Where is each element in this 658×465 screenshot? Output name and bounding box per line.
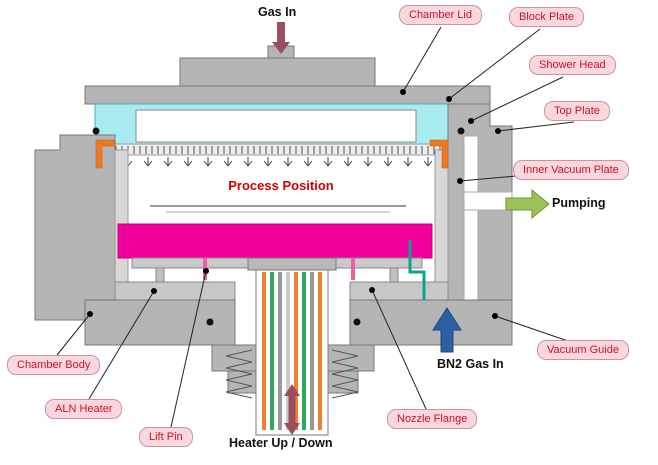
anchor-dot <box>457 178 463 184</box>
label-aln-heater: ALN Heater <box>45 399 123 420</box>
clamp-right <box>429 139 449 169</box>
right-liner <box>434 149 449 283</box>
label-chamber-lid: Chamber Lid <box>399 5 482 26</box>
pumping-arrow-icon <box>505 188 550 220</box>
bolt-dot <box>457 127 465 135</box>
heater-leg-right <box>389 267 399 283</box>
label-block-plate: Block Plate <box>509 7 585 28</box>
label-bn2-gas-in: BN2 Gas In <box>437 357 504 371</box>
anchor-dot <box>495 128 501 134</box>
label-shower-head: Shower Head <box>529 55 616 76</box>
chamber-lid-center <box>179 57 376 87</box>
anchor-dot <box>203 268 209 274</box>
anchor-dot <box>446 96 452 102</box>
label-vacuum-guide: Vacuum Guide <box>537 340 629 361</box>
anchor-dot <box>369 287 375 293</box>
shower-arrows-icon <box>123 157 433 167</box>
leader-top-plate <box>497 121 575 132</box>
gas-in-arrow-icon <box>272 22 290 54</box>
anchor-dot <box>87 311 93 317</box>
leader-chamber-lid <box>402 26 442 93</box>
left-wall-shape <box>34 134 116 321</box>
label-chamber-body: Chamber Body <box>7 355 101 376</box>
anchor-dot <box>151 288 157 294</box>
floor-step-right <box>349 281 449 301</box>
leader-shower-head <box>470 76 564 122</box>
leader-nozzle-flange <box>371 289 427 410</box>
label-gas-in: Gas In <box>258 5 297 19</box>
bellows-left <box>225 349 253 399</box>
block-plate-shape <box>135 109 417 143</box>
lift-pin-right <box>351 258 355 280</box>
anchor-dot <box>468 118 474 124</box>
label-lift-pin: Lift Pin <box>139 427 193 448</box>
floor-step-left <box>114 281 236 301</box>
aln-heater-shape <box>117 223 433 259</box>
leader-inner-vacuum-plate <box>459 175 517 182</box>
chamber-lid-band <box>84 85 491 105</box>
bolt-dot <box>92 127 100 135</box>
anchor-dot <box>492 313 498 319</box>
floor-right <box>349 299 513 346</box>
label-pumping: Pumping <box>552 196 606 210</box>
anchor-dot <box>400 89 406 95</box>
bolt-dot <box>206 318 214 326</box>
label-top-plate: Top Plate <box>544 101 610 122</box>
heater-up-down-arrow-icon <box>284 384 300 435</box>
clamp-left <box>95 139 115 169</box>
pumping-port <box>463 191 513 211</box>
leader-lift-pin <box>170 270 207 428</box>
bellows-right <box>331 349 359 399</box>
leader-vacuum-guide <box>494 315 569 342</box>
bolt-dot <box>353 318 361 326</box>
thermocouple-line <box>408 240 426 300</box>
nozzle-flange-shape <box>247 257 337 271</box>
vacuum-channel <box>463 135 479 307</box>
label-heater-up-down: Heater Up / Down <box>229 436 333 450</box>
label-nozzle-flange: Nozzle Flange <box>387 409 478 430</box>
leader-block-plate <box>448 28 541 100</box>
heater-leg-left <box>155 267 165 283</box>
left-liner <box>114 149 129 283</box>
leader-chamber-body <box>56 313 91 356</box>
leader-aln-heater <box>88 290 155 400</box>
bn2-gas-arrow-icon <box>432 307 462 353</box>
label-inner-vacuum-plate: Inner Vacuum Plate <box>513 160 629 181</box>
process-position-text: Process Position <box>228 178 334 193</box>
